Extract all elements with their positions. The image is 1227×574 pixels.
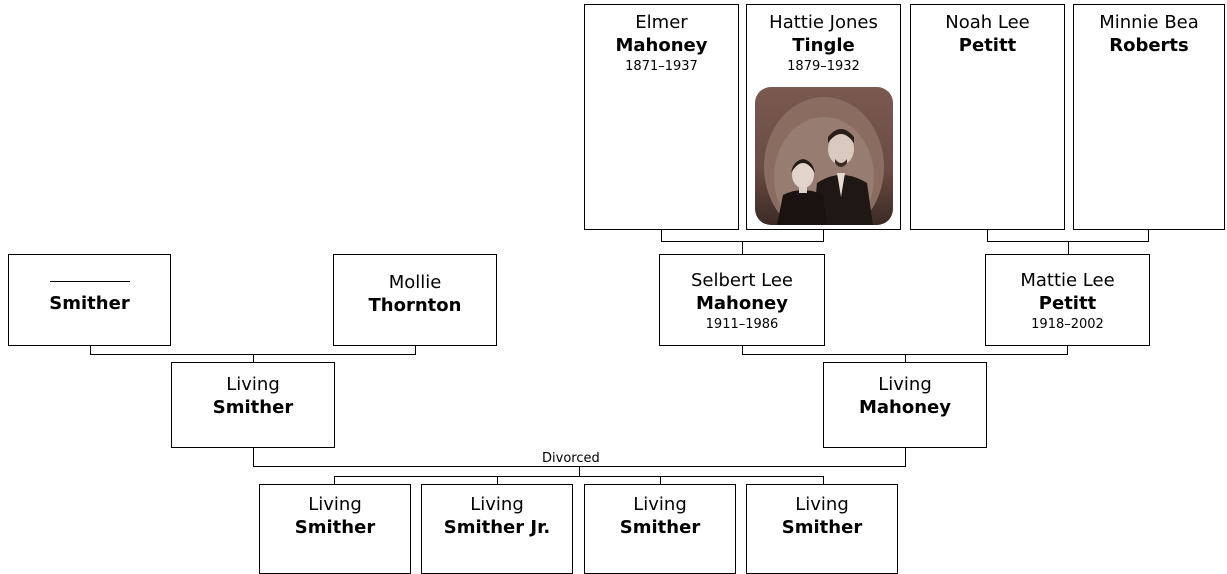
surname: Thornton [368,295,462,316]
person-box-child-3[interactable]: Living Smither [584,484,736,574]
connector-line [1067,345,1068,354]
life-dates: 1911–1986 [705,317,779,332]
person-box-mollie-thornton[interactable]: Mollie Thornton [333,254,497,346]
person-box-father-living-smither[interactable]: Living Smither [171,362,335,448]
person-box-mother-living-mahoney[interactable]: Living Mahoney [823,362,987,448]
connector-line [1148,229,1149,241]
given-name: Minnie Bea [1099,12,1199,33]
person-box-selbert-mahoney[interactable]: Selbert Lee Mahoney 1911–1986 [659,254,825,346]
surname: Mahoney [859,397,951,418]
given-name: Selbert Lee [690,270,794,291]
connector-line [905,447,906,466]
given-name: Living [226,374,280,395]
connector-line [497,476,498,484]
given-name: Living [795,494,849,515]
surname: Mahoney [615,35,708,56]
given-name: Hattie Jones [769,12,878,33]
connector-line [253,447,254,466]
person-box-child-2[interactable]: Living Smither Jr. [421,484,573,574]
connector-line [823,229,824,241]
person-box-elmer-mahoney[interactable]: Elmer Mahoney 1871–1937 [584,4,739,230]
person-box-child-4[interactable]: Living Smither [746,484,898,574]
connector-line [905,354,906,362]
surname: Tingle [792,35,855,56]
surname: Smither [212,397,294,418]
given-name: Noah Lee [945,12,1030,33]
person-box-mattie-petitt[interactable]: Mattie Lee Petitt 1918–2002 [985,254,1150,346]
unknown-given-name-blank [49,269,130,282]
connector-line [823,476,824,484]
person-box-hattie-tingle[interactable]: Hattie Jones Tingle 1879–1932 [746,4,901,230]
surname: Roberts [1109,35,1189,56]
couple-portrait-photo[interactable] [755,87,893,225]
connector-line [415,345,416,354]
connector-line [334,476,824,477]
given-name: Living [308,494,362,515]
life-dates: 1871–1937 [625,59,698,74]
connector-line [742,241,743,255]
given-name: Mattie Lee [1020,270,1115,291]
person-box-minnie-roberts[interactable]: Minnie Bea Roberts [1073,4,1225,230]
connector-line [987,229,988,241]
surname: Smither [619,517,701,538]
given-name: Living [633,494,687,515]
surname: Mahoney [696,293,788,314]
person-box-smither-grandfather[interactable]: Smither [8,254,171,346]
surname: Smither [294,517,376,538]
connector-line [661,229,662,241]
person-box-child-1[interactable]: Living Smither [259,484,411,574]
surname: Petitt [958,35,1017,56]
connector-line [253,354,254,362]
life-dates: 1879–1932 [787,59,860,74]
connector-line [742,345,743,354]
connector-line [660,476,661,484]
surname: Smither [781,517,863,538]
given-name: Elmer [635,12,688,33]
given-name: Living [878,374,932,395]
life-dates: 1918–2002 [1031,317,1104,332]
given-name: Living [470,494,524,515]
surname: Smither Jr. [443,517,551,538]
surname: Petitt [1038,293,1097,314]
connector-line [334,476,335,484]
surname: Smither [49,293,130,314]
connector-line [90,345,91,354]
given-name: Mollie [388,272,442,293]
connector-line [1068,241,1069,255]
relationship-label: Divorced [539,451,603,466]
person-box-noah-petitt[interactable]: Noah Lee Petitt [910,4,1065,230]
connector-line [579,466,580,476]
